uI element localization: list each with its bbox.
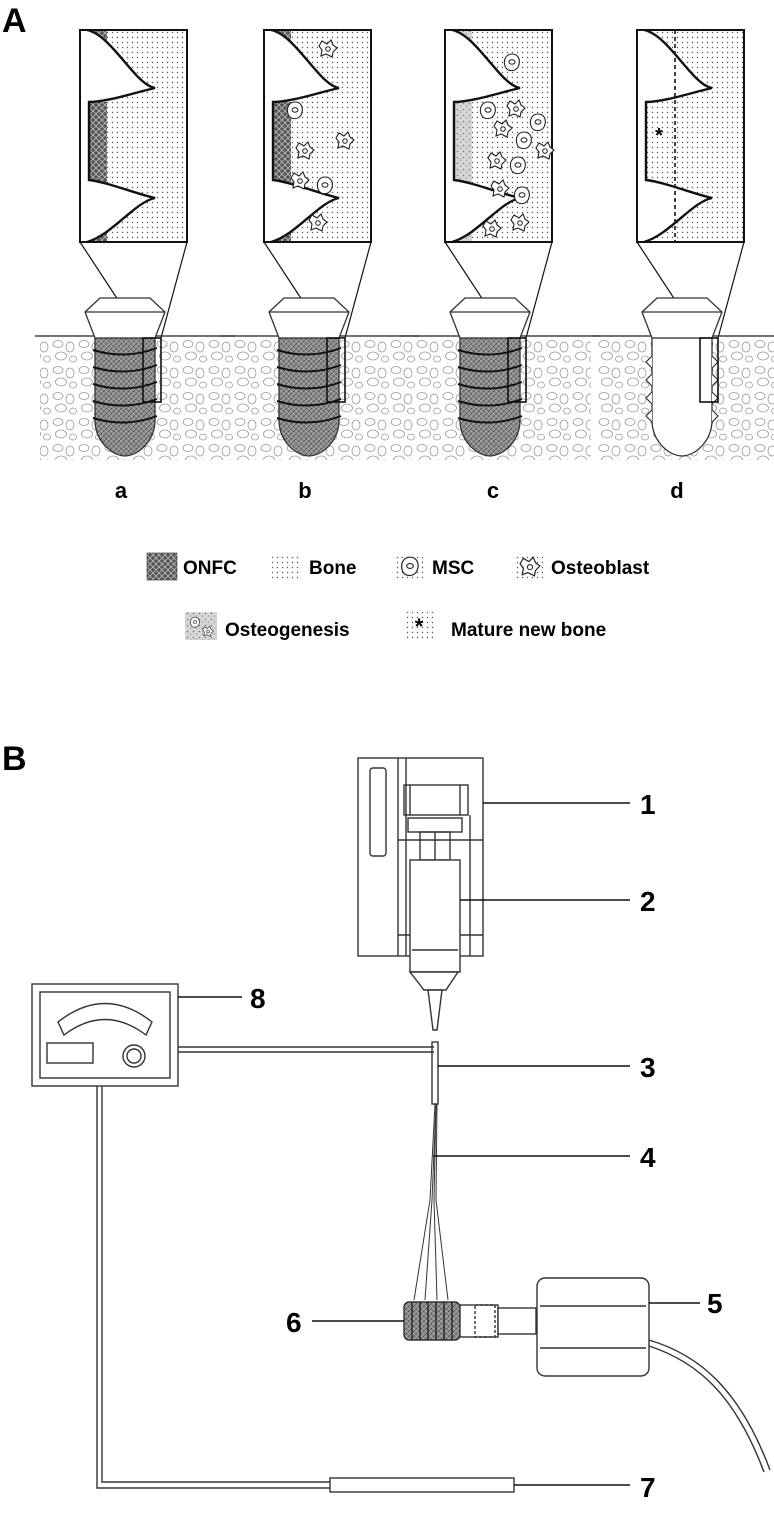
msc-cell <box>286 101 303 120</box>
mature-bone-marker: * <box>655 125 663 147</box>
legend-label-osteoblast: Osteoblast <box>551 558 650 579</box>
subpanel-a <box>35 28 235 460</box>
legend-swatch-mature-new-bone <box>404 612 434 640</box>
implant-body-b <box>278 337 340 457</box>
callout-1: 1 <box>640 789 656 820</box>
panel-a-label: A <box>2 2 27 40</box>
msc-cell <box>529 113 546 132</box>
callout-2: 2 <box>640 886 656 917</box>
subpanel-b <box>219 28 419 460</box>
implant <box>403 1301 537 1341</box>
reference-electrode <box>329 1477 515 1493</box>
implant-head-b <box>268 297 350 339</box>
leader-lines <box>178 802 700 1486</box>
callout-3: 3 <box>640 1052 656 1083</box>
subpanel-label-c: c <box>487 478 499 503</box>
subpanel-c <box>400 28 600 460</box>
legend-label-msc: MSC <box>432 558 475 579</box>
legend-swatch-onfc <box>146 552 178 581</box>
implant-head-c <box>449 297 531 339</box>
legend-label-onfc: ONFC <box>183 558 237 579</box>
implant-body-c <box>459 337 521 457</box>
cable-meter-electrode <box>96 1086 330 1489</box>
wires <box>413 1103 449 1301</box>
subpanel-label-a: a <box>115 478 128 503</box>
cable-meter-needle <box>178 1046 434 1053</box>
subpanel-d: * <box>592 28 774 460</box>
legend-label-osteogenesis: Osteogenesis <box>225 620 350 641</box>
callout-8: 8 <box>250 983 266 1014</box>
legend: ONFC Bone MSC Osteoblast Osteogenesis * … <box>146 552 650 641</box>
msc-cell <box>316 176 333 195</box>
handpiece <box>536 1277 771 1473</box>
msc-cell <box>503 53 520 72</box>
callout-5: 5 <box>707 1288 723 1319</box>
syringe <box>407 817 463 1031</box>
callout-7: 7 <box>640 1472 656 1503</box>
callout-4: 4 <box>640 1142 656 1173</box>
apparatus <box>31 757 771 1493</box>
legend-swatch-msc <box>395 553 425 580</box>
callout-6: 6 <box>286 1307 302 1338</box>
implant-body-a <box>94 337 156 457</box>
meter-box <box>31 983 179 1087</box>
panel-b-label: B <box>2 740 27 778</box>
legend-swatch-osteogenesis <box>185 612 217 640</box>
legend-mature-marker: * <box>415 614 424 639</box>
msc-cell <box>479 101 496 120</box>
legend-label-mature-new-bone: Mature new bone <box>451 620 606 641</box>
implant-head-a <box>84 297 166 339</box>
msc-cell <box>509 156 526 175</box>
msc-cell <box>513 186 530 205</box>
msc-cell <box>515 131 532 150</box>
legend-label-bone: Bone <box>309 558 357 579</box>
subpanel-label-d: d <box>670 478 683 503</box>
subpanel-label-b: b <box>298 478 311 503</box>
legend-swatch-bone <box>272 553 302 580</box>
legend-swatch-osteoblast <box>515 553 545 580</box>
implant-head-d <box>641 297 723 339</box>
implant-body-d <box>651 337 713 457</box>
